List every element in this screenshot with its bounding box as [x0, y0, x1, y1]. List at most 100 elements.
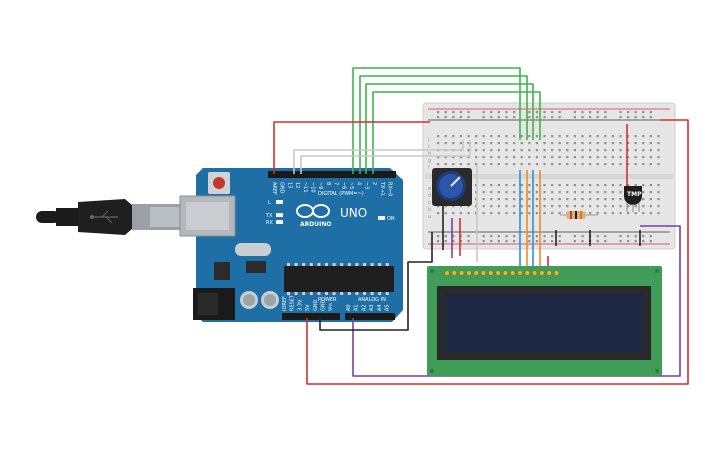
gray-wire-2[interactable] [300, 140, 471, 174]
breadboard-hole[interactable] [459, 212, 462, 215]
breadboard-hole[interactable] [634, 163, 637, 166]
breadboard-hole[interactable] [467, 135, 470, 138]
breadboard-hole[interactable] [657, 205, 660, 208]
breadboard-hole[interactable] [497, 184, 500, 187]
rail-hole[interactable] [649, 116, 652, 119]
breadboard-hole[interactable] [589, 156, 592, 159]
rail-hole[interactable] [452, 116, 455, 119]
breadboard-hole[interactable] [467, 212, 470, 215]
breadboard-hole[interactable] [649, 135, 652, 138]
breadboard-hole[interactable] [543, 142, 546, 145]
breadboard-hole[interactable] [513, 149, 516, 152]
lcd-pin-row[interactable] [444, 270, 560, 276]
lcd-pin[interactable] [488, 270, 494, 276]
rail-hole[interactable] [596, 116, 599, 119]
breadboard-hole[interactable] [475, 198, 478, 201]
lcd-pin[interactable] [451, 270, 457, 276]
breadboard-hole[interactable] [528, 191, 531, 194]
rail-hole[interactable] [642, 235, 645, 238]
usb-cable[interactable] [36, 199, 182, 235]
rail-hole[interactable] [619, 240, 622, 243]
breadboard-hole[interactable] [475, 163, 478, 166]
breadboard-hole[interactable] [528, 205, 531, 208]
rail-hole[interactable] [467, 116, 470, 119]
breadboard-hole[interactable] [634, 142, 637, 145]
purple-wire-analog[interactable] [352, 225, 681, 377]
breadboard-hole[interactable] [558, 212, 561, 215]
breadboard-hole[interactable] [611, 135, 614, 138]
breadboard-hole[interactable] [528, 184, 531, 187]
rail-hole[interactable] [482, 111, 485, 114]
breadboard-hole[interactable] [589, 163, 592, 166]
breadboard-hole[interactable] [642, 191, 645, 194]
breadboard-hole[interactable] [513, 205, 516, 208]
breadboard-hole[interactable] [619, 205, 622, 208]
breadboard-hole[interactable] [535, 163, 538, 166]
breadboard-hole[interactable] [551, 184, 554, 187]
breadboard-hole[interactable] [558, 149, 561, 152]
rail-hole[interactable] [497, 235, 500, 238]
breadboard-hole[interactable] [627, 149, 630, 152]
breadboard-hole[interactable] [657, 163, 660, 166]
rail-hole[interactable] [581, 116, 584, 119]
breadboard-hole[interactable] [619, 212, 622, 215]
rail-hole[interactable] [437, 235, 440, 238]
breadboard-hole[interactable] [444, 163, 447, 166]
breadboard-hole[interactable] [505, 184, 508, 187]
breadboard-hole[interactable] [657, 212, 660, 215]
rail-hole[interactable] [558, 240, 561, 243]
breadboard-hole[interactable] [596, 191, 599, 194]
breadboard-hole[interactable] [573, 142, 576, 145]
breadboard-hole[interactable] [551, 149, 554, 152]
rail-hole[interactable] [604, 111, 607, 114]
breadboard-hole[interactable] [467, 156, 470, 159]
rail-hole[interactable] [437, 111, 440, 114]
breadboard-hole[interactable] [596, 149, 599, 152]
breadboard-hole[interactable] [604, 198, 607, 201]
breadboard-hole[interactable] [581, 184, 584, 187]
breadboard-hole[interactable] [566, 205, 569, 208]
breadboard-hole[interactable] [497, 198, 500, 201]
breadboard-hole[interactable] [528, 135, 531, 138]
rail-hole[interactable] [642, 240, 645, 243]
breadboard-hole[interactable] [482, 212, 485, 215]
breadboard-hole[interactable] [551, 156, 554, 159]
breadboard-hole[interactable] [437, 135, 440, 138]
rail-hole[interactable] [551, 240, 554, 243]
rail-hole[interactable] [596, 235, 599, 238]
breadboard-hole[interactable] [490, 135, 493, 138]
rail-hole[interactable] [604, 240, 607, 243]
breadboard-hole[interactable] [649, 163, 652, 166]
breadboard-hole[interactable] [596, 163, 599, 166]
breadboard-hole[interactable] [543, 135, 546, 138]
breadboard-hole[interactable] [459, 156, 462, 159]
black-wire-ground[interactable] [319, 232, 433, 331]
breadboard-hole[interactable] [611, 163, 614, 166]
breadboard-hole[interactable] [482, 205, 485, 208]
breadboard-hole[interactable] [520, 184, 523, 187]
breadboard-hole[interactable] [558, 135, 561, 138]
breadboard-hole[interactable] [589, 135, 592, 138]
breadboard-hole[interactable] [657, 184, 660, 187]
breadboard-hole[interactable] [627, 205, 630, 208]
rail-hole[interactable] [444, 116, 447, 119]
breadboard-hole[interactable] [649, 156, 652, 159]
rail-hole[interactable] [649, 111, 652, 114]
breadboard-hole[interactable] [543, 149, 546, 152]
breadboard-hole[interactable] [619, 191, 622, 194]
rail-hole[interactable] [558, 116, 561, 119]
breadboard-hole[interactable] [513, 212, 516, 215]
breadboard-hole[interactable] [581, 135, 584, 138]
breadboard-hole[interactable] [467, 149, 470, 152]
resistor[interactable] [566, 211, 586, 219]
breadboard-hole[interactable] [528, 156, 531, 159]
breadboard-hole[interactable] [452, 163, 455, 166]
breadboard-hole[interactable] [619, 184, 622, 187]
breadboard-hole[interactable] [482, 163, 485, 166]
breadboard-hole[interactable] [581, 142, 584, 145]
lcd-pin[interactable] [444, 270, 450, 276]
lcd-pin[interactable] [502, 270, 509, 276]
breadboard-hole[interactable] [657, 198, 660, 201]
rail-hole[interactable] [467, 111, 470, 114]
breadboard-hole[interactable] [596, 184, 599, 187]
